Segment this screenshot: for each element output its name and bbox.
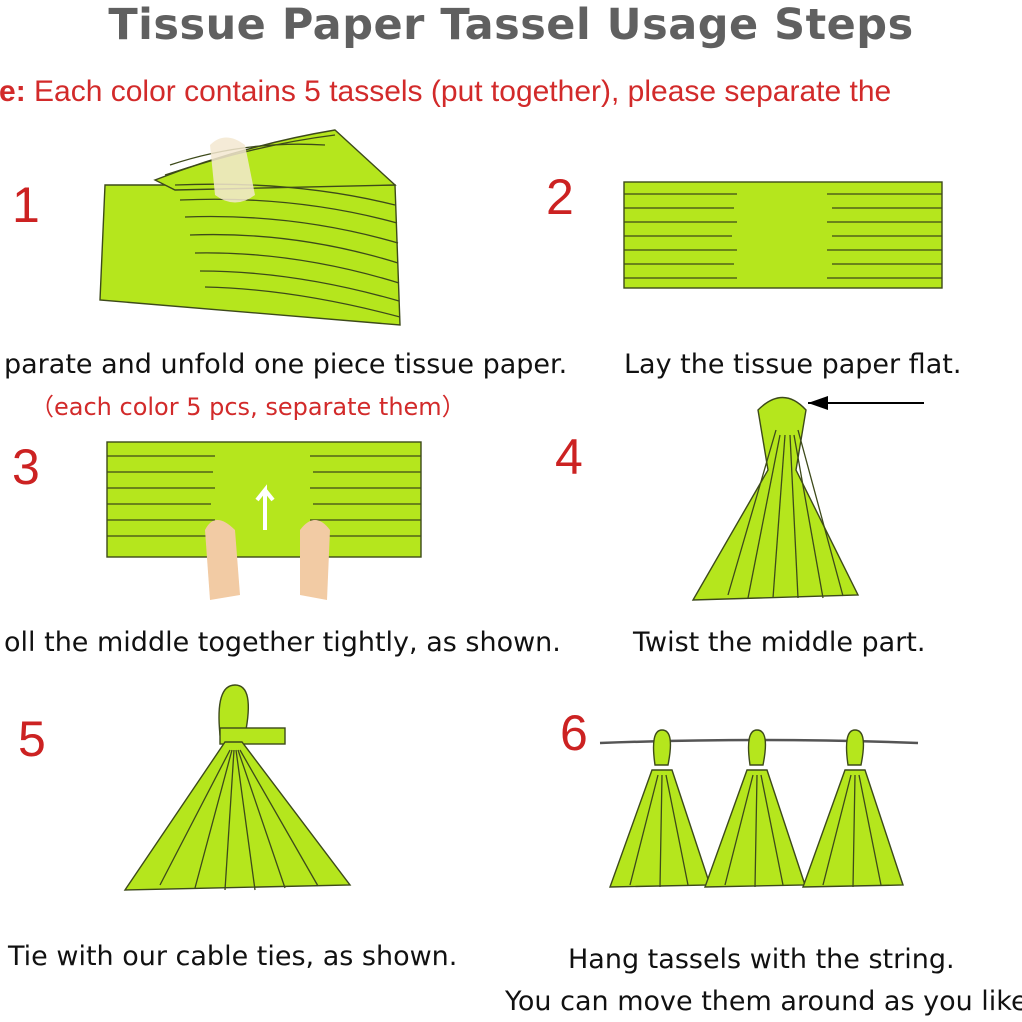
step-2-number: 2 [546, 169, 574, 225]
step-2-caption: Lay the tissue paper flat. [624, 349, 962, 380]
step-6-caption: Hang tassels with the string. [568, 944, 955, 975]
step-6-illustration [599, 729, 919, 888]
step-5-caption: Tie with our cable ties, as shown. [8, 941, 458, 972]
step-1-number: 1 [12, 177, 40, 233]
step-4-illustration [691, 396, 924, 601]
step-4-number: 4 [555, 429, 583, 485]
step-3-illustration [106, 441, 422, 600]
page-title: Tissue Paper Tassel Usage Steps [108, 0, 914, 50]
notice-text: tice: Each color contains 5 tassels (put… [0, 72, 891, 112]
step-5-illustration [123, 684, 352, 891]
step-5-number: 5 [18, 711, 46, 767]
step-1-caption: parate and unfold one piece tissue paper… [4, 349, 568, 380]
step-6-number: 6 [560, 705, 588, 761]
step-6-subcaption: You can move them around as you like [505, 986, 1022, 1017]
step-4-caption: Twist the middle part. [633, 627, 926, 658]
step-1-illustration [99, 129, 401, 326]
step-3-caption: oll the middle together tightly, as show… [4, 627, 561, 658]
notice-body: Each color contains 5 tassels (put toget… [25, 75, 892, 108]
step-1-subcaption: （each color 5 pcs, separate them） [30, 393, 466, 421]
step-3-number: 3 [12, 439, 40, 495]
notice-label: tice: [0, 75, 26, 108]
step-2-illustration [623, 181, 943, 289]
